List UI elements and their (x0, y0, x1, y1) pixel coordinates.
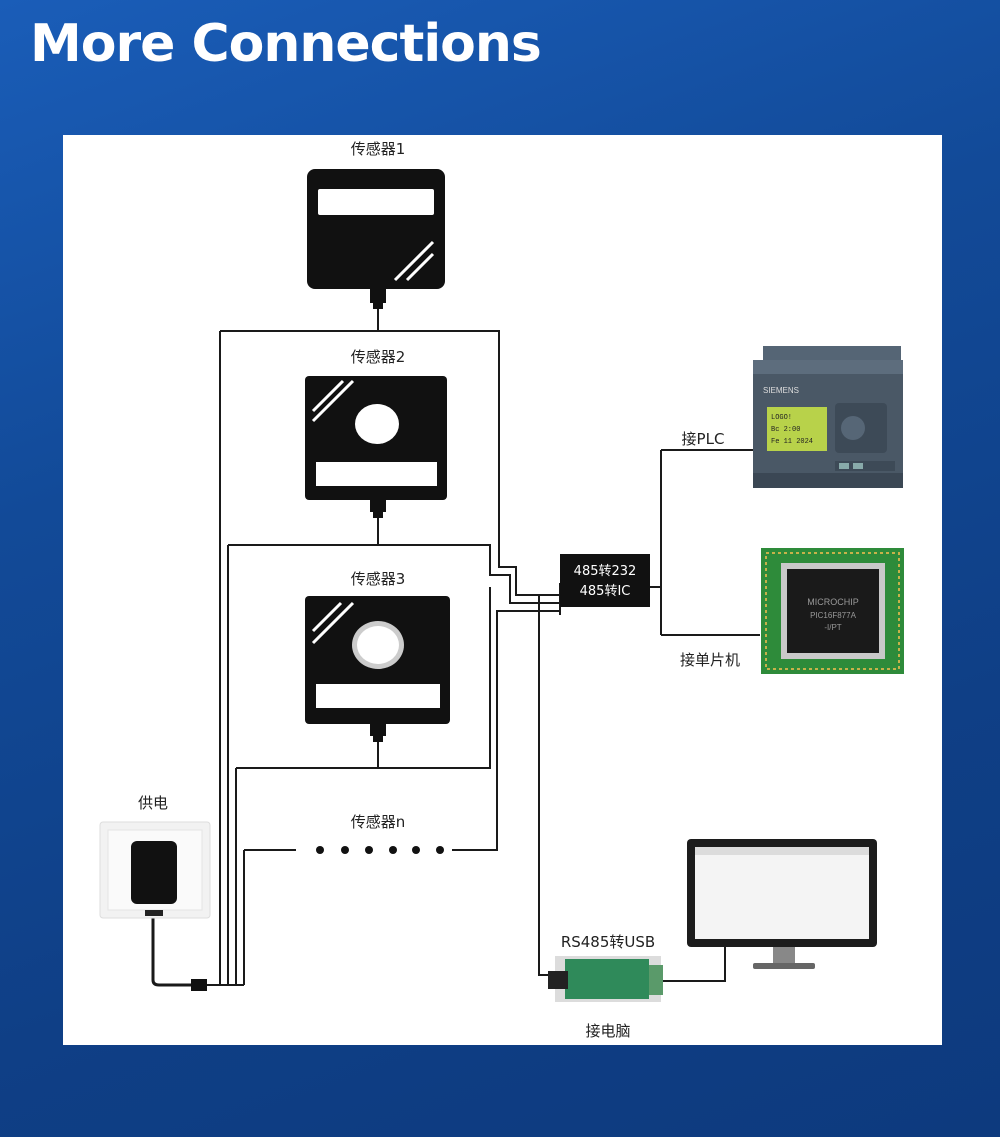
chip-text-line-3: -I/PT (824, 623, 841, 632)
sensor-1-label: 传感器1 (351, 140, 406, 158)
converter-line-2: 485转IC (580, 584, 631, 599)
sensor-3-label: 传感器3 (351, 570, 406, 588)
chip-text-line-2: PIC16F877A (810, 611, 856, 620)
pc-monitor-icon (687, 839, 877, 969)
pc-label: 接电脑 (585, 1022, 630, 1040)
connection-diagram: 传感器1 传感器2 传感器3 传感器n 供电 (99, 140, 904, 1040)
power-adapter-icon (99, 821, 211, 919)
plc-label: 接PLC (682, 430, 725, 448)
plc-screen-line-2: Bc 2:00 (771, 426, 800, 434)
sensor-bus-wires (151, 303, 760, 991)
connection-diagram-panel: 传感器1 传感器2 传感器3 传感器n 供电 (63, 135, 942, 1045)
chip-text-line-1: MICROCHIP (807, 597, 859, 607)
mcu-label: 接单片机 (680, 651, 740, 669)
sensor-3-device (305, 596, 450, 742)
page-title: More Connections (30, 14, 542, 74)
protocol-converter-box: 485转232 485转IC (560, 554, 650, 607)
plc-brand: SIEMENS (763, 386, 799, 395)
more-sensors-ellipsis (316, 846, 444, 854)
sensor-2-label: 传感器2 (351, 348, 406, 366)
plc-screen-line-1: LOGO! (771, 414, 792, 422)
rs485-usb-converter-image (548, 956, 663, 1002)
sensor-2-device (305, 376, 447, 518)
plc-screen-line-3: Fe 11 2024 (771, 438, 813, 446)
rs485-usb-label: RS485转USB (561, 933, 655, 951)
power-label: 供电 (138, 794, 168, 812)
sensor-1-device (307, 169, 445, 309)
mcu-chip-image: MICROCHIP PIC16F877A -I/PT (761, 548, 904, 674)
sensor-n-label: 传感器n (351, 813, 406, 831)
plc-device-image: SIEMENS LOGO! Bc 2:00 Fe 11 2024 (753, 346, 903, 488)
converter-line-1: 485转232 (574, 564, 637, 579)
